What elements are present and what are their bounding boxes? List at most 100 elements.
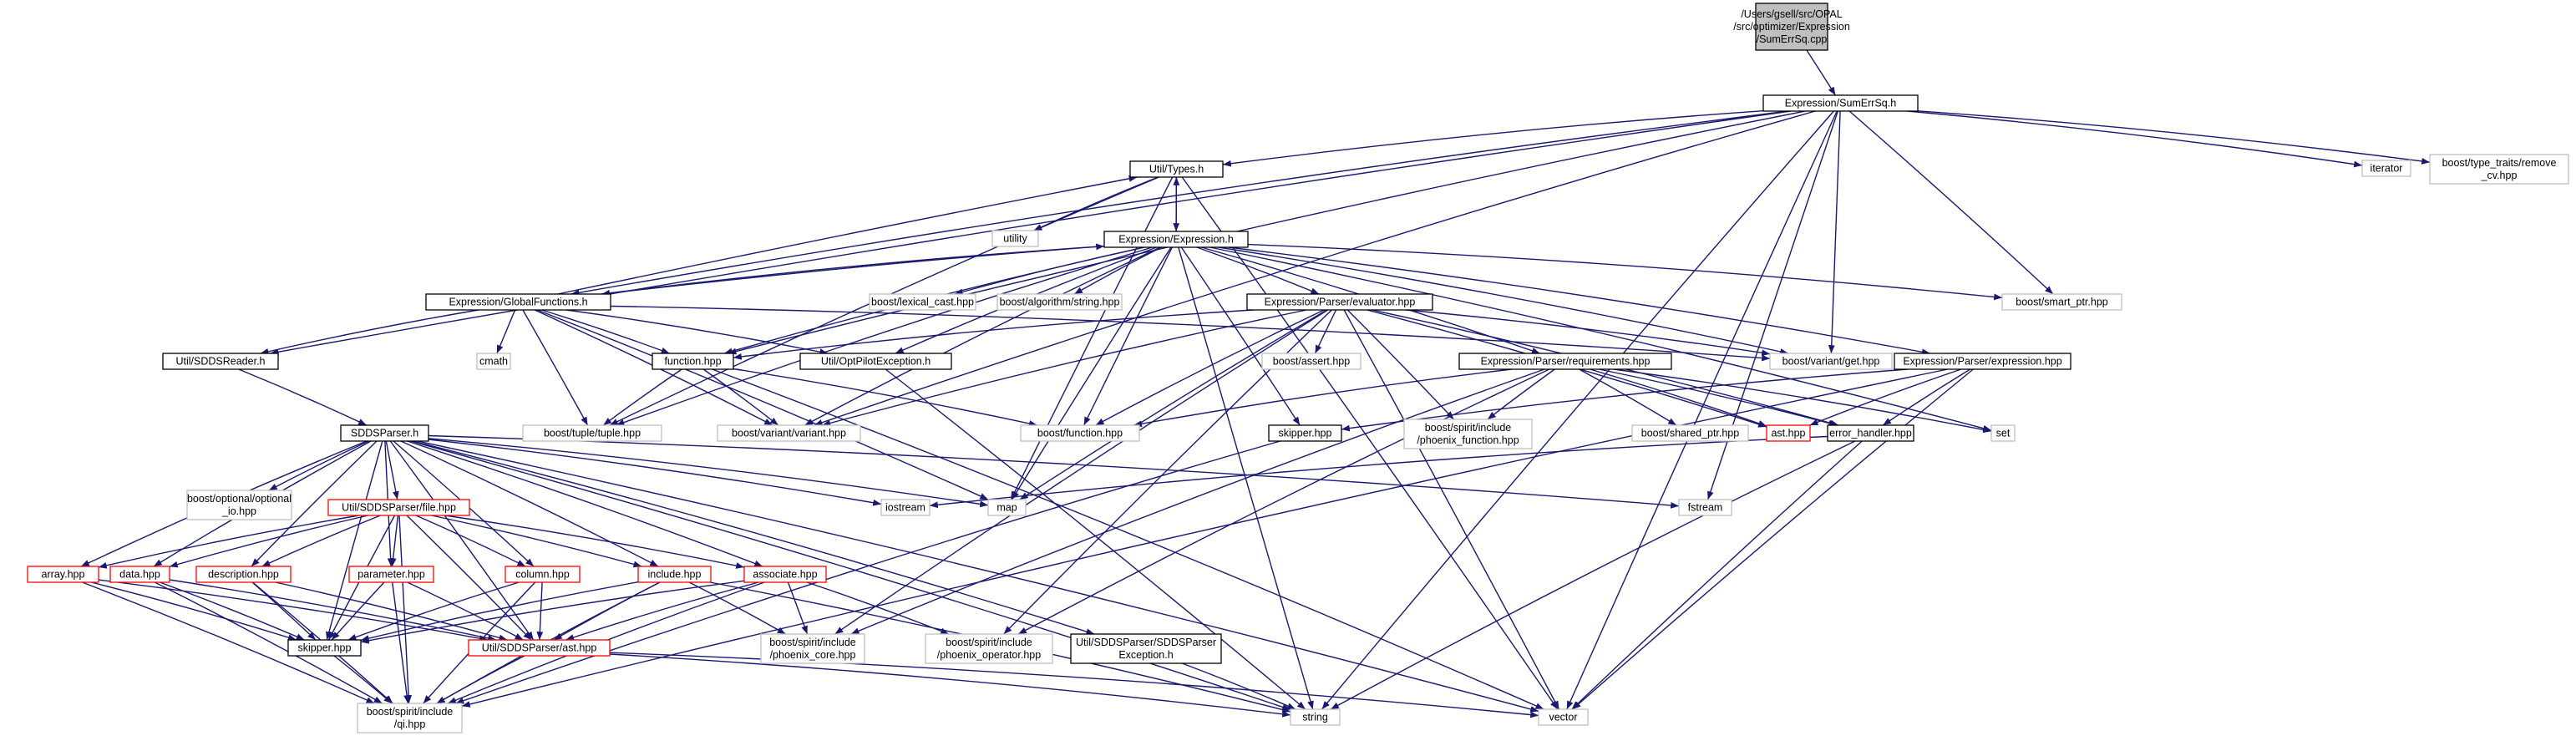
edge-errorhandler-to-string: [1330, 440, 1856, 710]
node-expression[interactable]: Expression/Expression.h: [1103, 231, 1249, 248]
edge-sumerr-to-fstream: [1707, 110, 1838, 500]
edge-array-to-skipper2: [91, 581, 297, 641]
edge-functionhpp-to-vector: [712, 368, 1544, 710]
node-filehpp[interactable]: Util/SDDSParser/file.hpp: [327, 499, 470, 516]
edge-root-to-sumerr: [1806, 49, 1836, 96]
edge-array-to-qi: [82, 581, 375, 704]
edge-path: [1181, 176, 1559, 710]
edge-include-to-skipper2: [360, 581, 639, 642]
edge-sumerr-to-functionhpp: [728, 110, 1806, 355]
node-label: set: [1996, 428, 2011, 439]
edge-path: [1806, 49, 1836, 96]
edge-expression-to-tuple: [616, 246, 1153, 426]
node-box: [996, 293, 1123, 311]
edge-path: [787, 581, 809, 635]
node-tuple: boost/tuple/tuple.hpp: [522, 424, 662, 442]
node-sddsreader[interactable]: Util/SDDSReader.h: [162, 353, 279, 370]
node-asthpp[interactable]: ast.hpp: [1766, 424, 1811, 442]
edge-expression-to-exprparser: [1228, 246, 1930, 356]
node-label: boost/spirit/include: [769, 637, 856, 648]
edge-requirements-to-phoenixop: [1017, 368, 1550, 635]
edge-filehpp-to-associate: [444, 515, 745, 569]
edge-path: [728, 110, 1806, 355]
node-array[interactable]: array.hpp: [27, 566, 99, 583]
node-label: boost/lexical_cast.hpp: [871, 297, 974, 308]
edge-exprparser-to-vector: [1572, 368, 1974, 710]
edge-expression-to-algostring: [1073, 246, 1162, 295]
node-evaluator[interactable]: Expression/Parser/evaluator.hpp: [1246, 293, 1433, 311]
node-requirements[interactable]: Expression/Parser/requirements.hpp: [1458, 353, 1672, 370]
node-label: Util/OptPilotException.h: [821, 356, 931, 368]
edge-sumerr-to-variant: [814, 110, 1816, 426]
node-parameter[interactable]: parameter.hpp: [348, 566, 434, 583]
node-label: /phoenix_core.hpp: [770, 649, 856, 661]
edge-evaluator-to-phoenixfn: [1346, 309, 1455, 420]
node-box: [186, 490, 292, 520]
node-functionhpp[interactable]: function.hpp: [652, 353, 734, 370]
edge-evaluator-to-variantget: [1405, 309, 1771, 357]
node-box: [1246, 293, 1433, 311]
node-associate[interactable]: associate.hpp: [743, 566, 827, 583]
node-sddsparser[interactable]: SDDSParser.h: [340, 424, 429, 442]
node-label: boost/optional/optional: [187, 493, 292, 505]
node-root[interactable]: /Users/gsell/src/OPAL/src/optimizer/Expr…: [1733, 3, 1850, 51]
node-optpilotex[interactable]: Util/OptPilotException.h: [799, 353, 952, 370]
edge-path: [1487, 368, 1555, 420]
edge-sddsreader-to-sddsparser: [238, 368, 368, 426]
node-utility: utility: [991, 230, 1039, 247]
edge-path: [431, 515, 642, 568]
node-data[interactable]: data.hpp: [109, 566, 170, 583]
node-label: boost/variant/variant.hpp: [732, 428, 846, 439]
edge-sddsparser-to-sddsexc: [412, 440, 1095, 635]
edge-path: [570, 110, 1788, 297]
node-box: [925, 633, 1053, 664]
edge-path: [1343, 309, 1560, 710]
edge-path: [1571, 440, 1863, 710]
edge-path: [1017, 368, 1550, 635]
node-sumerr[interactable]: Expression/SumErrSq.h: [1762, 94, 1919, 112]
node-include[interactable]: include.hpp: [637, 566, 712, 583]
node-label: ast.hpp: [1771, 428, 1805, 439]
node-box: [1678, 499, 1732, 516]
edge-evaluator-to-boostassert: [1314, 309, 1337, 354]
node-exprparser[interactable]: Expression/Parser/expression.hpp: [1894, 353, 2071, 370]
node-column[interactable]: column.hpp: [505, 566, 581, 583]
edge-errorhandler-to-vector: [1571, 440, 1863, 710]
edge-path: [1707, 110, 1838, 500]
node-skipper1[interactable]: skipper.hpp: [1268, 424, 1342, 442]
edge-requirements-to-errorhandler: [1599, 368, 1838, 427]
node-errorhandler[interactable]: error_handler.hpp: [1827, 424, 1914, 442]
edge-path: [1405, 309, 1771, 357]
edge-sddsparser-to-description: [251, 440, 378, 567]
node-globalfn[interactable]: Expression/GlobalFunctions.h: [425, 293, 611, 311]
node-description[interactable]: description.hpp: [195, 566, 292, 583]
node-box: [1631, 424, 1749, 442]
node-label: skipper.hpp: [298, 642, 352, 654]
edge-path: [557, 175, 1138, 295]
node-box: [522, 424, 662, 442]
node-label: boost/assert.hpp: [1273, 356, 1350, 368]
edge-path: [522, 309, 589, 426]
edge-sddsparser-to-include: [400, 440, 659, 567]
node-box: [348, 566, 434, 583]
edge-path: [417, 440, 1539, 713]
edge-globalfn-to-sddsreader: [260, 309, 479, 355]
edge-expression-to-variantget: [1218, 246, 1789, 355]
node-sddsast[interactable]: Util/SDDSParser/ast.hpp: [468, 639, 611, 657]
edge-path: [850, 368, 1545, 635]
edge-sumerr-to-globalfn: [570, 110, 1788, 297]
node-box: [1990, 424, 2016, 442]
edge-globalfn-to-map: [536, 309, 989, 500]
node-sharedptr: boost/shared_ptr.hpp: [1631, 424, 1749, 442]
node-label: SDDSParser.h: [351, 428, 418, 439]
node-label: /phoenix_operator.hpp: [937, 649, 1041, 661]
node-label: _cv.hpp: [2481, 170, 2518, 181]
node-types[interactable]: Util/Types.h: [1129, 160, 1224, 178]
node-skipper2[interactable]: skipper.hpp: [287, 639, 362, 657]
node-label: Util/SDDSParser/file.hpp: [342, 502, 456, 514]
node-box: [340, 424, 429, 442]
edge-expression-to-variant: [804, 246, 1161, 426]
node-box: [357, 703, 463, 733]
edge-exprparser-to-qi: [461, 368, 1948, 708]
